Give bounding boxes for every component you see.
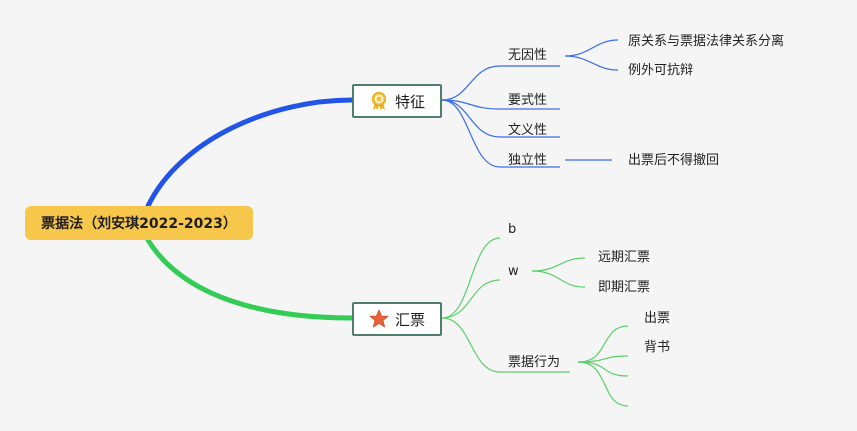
node-yuanguanxi[interactable]: 原关系与票据法律关系分离 <box>628 34 785 49</box>
node-jiqihuipiao[interactable]: 即期汇票 <box>598 280 651 295</box>
branch-bill-label: 汇票 <box>394 310 425 329</box>
node-b[interactable]: b <box>508 222 517 237</box>
connector-w-yuanqi <box>531 257 586 272</box>
node-wuyinxing[interactable]: 无因性 <box>508 48 548 63</box>
connector-bill-piaojuxingwei <box>441 317 570 373</box>
connector-xingwei-empty2 <box>577 361 629 407</box>
node-piaojuxingwei[interactable]: 票据行为 <box>508 355 561 370</box>
root-node[interactable]: 票据法（刘安琪2022-2023） <box>25 206 253 240</box>
node-chupiao[interactable]: 出票 <box>644 311 671 326</box>
connector-features-duli <box>441 99 560 168</box>
connector-bill-w <box>441 279 501 319</box>
node-dulixing[interactable]: 独立性 <box>508 153 548 168</box>
branch-features-label: 特征 <box>394 92 425 111</box>
branch-node-bill[interactable]: 汇票 <box>352 302 442 336</box>
node-liwai[interactable]: 例外可抗辩 <box>628 63 694 78</box>
node-yaoshixing[interactable]: 要式性 <box>508 93 548 108</box>
connector-root-features <box>145 97 355 209</box>
root-label: 票据法（刘安琪2022-2023） <box>41 216 237 232</box>
connector-xingwei-empty1 <box>577 361 629 377</box>
connector-w-jiqi <box>531 270 586 288</box>
node-wenyixing[interactable]: 文义性 <box>508 123 548 138</box>
award-ribbon-icon <box>369 91 389 111</box>
star-icon <box>369 309 389 329</box>
connector-features-wenyi <box>441 99 560 138</box>
branch-node-features[interactable]: 特征 <box>352 84 442 118</box>
connector-wuyin-yuanguanxi <box>564 39 619 57</box>
connector-xingwei-chupiao <box>577 325 629 363</box>
connector-root-bill <box>145 237 355 321</box>
node-yuanqihuipiao[interactable]: 远期汇票 <box>598 250 651 265</box>
connector-features-wuyin <box>441 65 560 101</box>
connector-bill-b <box>441 237 501 319</box>
connector-wuyin-liwai <box>564 55 619 71</box>
node-beishu[interactable]: 背书 <box>644 340 671 355</box>
node-w[interactable]: w <box>508 264 519 279</box>
node-chupiao-bude[interactable]: 出票后不得撤回 <box>628 153 720 168</box>
connector-features-yaoshi <box>441 99 560 110</box>
